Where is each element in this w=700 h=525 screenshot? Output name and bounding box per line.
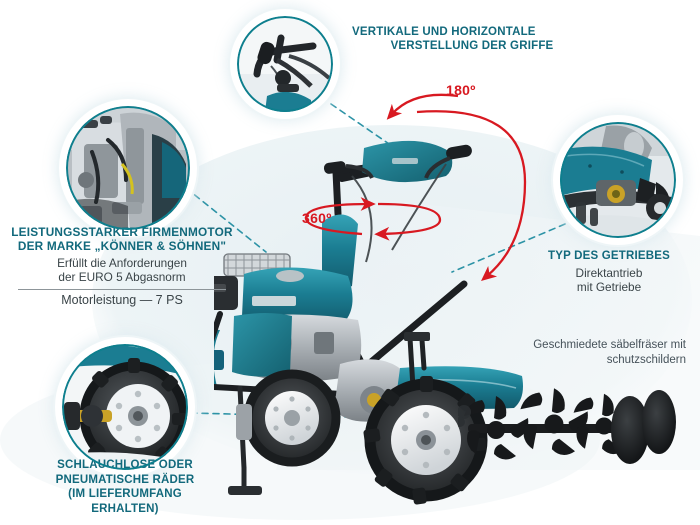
angle-label-360: 360º [302,210,332,226]
tiller-note-line-2: schutzschildern [606,354,686,367]
arrow-180-left [386,93,459,120]
callout-engine-footnote: Motorleistung — 7 PS [61,292,183,307]
callout-gearbox-text: TYP DES GETRIEBES Direktantrieb mit Getr… [520,250,698,294]
arrow-180-right [416,110,527,282]
callout-wheels-heading: SCHLAUCHLOSE ODER PNEUMATISCHE RÄDER (IM… [55,459,195,516]
arrow-360-left [304,197,376,236]
callout-engine-heading: LEISTUNGSSTARKER FIRMENMOTOR DER MARKE „… [11,225,233,253]
angle-label-180: 180º [446,82,476,98]
connector-gearbox [451,223,566,273]
saebelfraeser-illustration [458,388,676,464]
connector-handlebar [330,103,393,147]
wheel-rear [243,369,341,467]
callout-gearbox-heading: TYP DES GETRIEBES [547,250,671,262]
callout-handlebar-heading: VERTIKALE UND HORIZONTALE VERSTELLUNG DE… [352,26,554,52]
callout-engine[interactable] [66,106,190,230]
wheel-front [363,376,488,505]
tiller-note-line-1: Geschmiedete säbelfräser mit [533,339,686,351]
motorhacke-illustration [214,140,523,505]
callout-handlebar-text: VERTIKALE UND HORIZONTALE VERSTELLUNG DE… [352,26,592,53]
engine-photo [66,106,190,230]
tiller-blades-note: Geschmiedete säbelfräser mit schutzschil… [452,338,686,368]
handlebar-photo [237,16,333,112]
arrow-360-right [374,202,442,241]
callout-engine-text: LEISTUNGSSTARKER FIRMENMOTOR DER MARKE „… [4,225,240,308]
callout-handlebar[interactable] [237,16,333,112]
engine-divider [18,288,226,290]
callout-gearbox[interactable] [560,122,676,238]
callout-gearbox-subtext: Direktantrieb mit Getriebe [575,265,643,294]
gearbox-photo [560,122,676,238]
callout-wheels-text: SCHLAUCHLOSE ODER PNEUMATISCHE RÄDER (IM… [6,458,244,517]
wheel-photo [62,344,188,470]
callout-engine-subtext: Erfüllt die Anforderungen der EURO 5 Abg… [57,255,187,285]
connector-engine [185,187,267,253]
callout-wheels[interactable] [62,344,188,470]
